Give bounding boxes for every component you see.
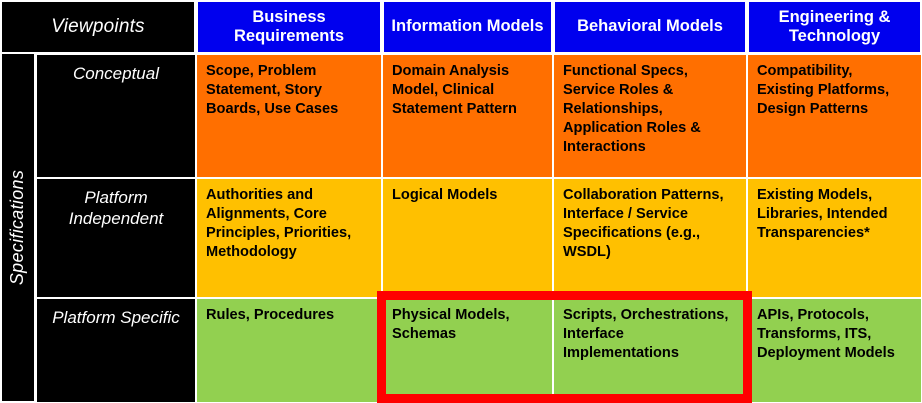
header-corner-viewpoints: Viewpoints <box>0 0 196 54</box>
cell-text: Rules, Procedures <box>206 307 335 323</box>
cell-conceptual-engineering-technology[interactable]: Compatibility, Existing Platforms, Desig… <box>747 54 922 178</box>
header-col-label: Engineering & Technology <box>778 7 891 45</box>
cell-text: Physical Models, Schemas <box>392 307 510 342</box>
cell-platform-specific-information-models[interactable]: Physical Models, Schemas <box>382 298 553 403</box>
cell-platform-independent-business-requirements[interactable]: Authorities and Alignments, Core Princip… <box>196 178 382 298</box>
cell-text: APIs, Protocols, Transforms, ITS, Deploy… <box>757 307 895 361</box>
cell-text: Scope, Problem Statement, Story Boards, … <box>206 63 339 117</box>
cell-text: Collaboration Patterns, Interface / Serv… <box>563 187 724 260</box>
row-label-conceptual: Conceptual <box>36 54 196 178</box>
cell-text: Domain Analysis Model, Clinical Statemen… <box>392 63 517 117</box>
cell-platform-specific-business-requirements[interactable]: Rules, Procedures <box>196 298 382 403</box>
header-col-label: Information Models <box>391 17 544 36</box>
cell-platform-specific-engineering-technology[interactable]: APIs, Protocols, Transforms, ITS, Deploy… <box>747 298 922 403</box>
cell-text: Existing Models, Libraries, Intended Tra… <box>757 187 888 241</box>
row-label-platform-specific: Platform Specific <box>36 298 196 403</box>
row-label-platform-independent: Platform Independent <box>36 178 196 298</box>
cell-text: Functional Specs, Service Roles & Relati… <box>563 63 701 155</box>
cell-text: Scripts, Orchestrations, Interface Imple… <box>563 307 729 361</box>
header-col-engineering-technology[interactable]: Engineering & Technology <box>747 0 922 54</box>
header-col-label: Business Requirements <box>233 7 345 45</box>
cell-platform-independent-engineering-technology[interactable]: Existing Models, Libraries, Intended Tra… <box>747 178 922 298</box>
cell-text: Logical Models <box>392 187 498 203</box>
header-col-label: Behavioral Models <box>577 17 723 36</box>
row-label-text: Platform Specific <box>52 308 180 327</box>
row-label-text: Conceptual <box>72 64 159 83</box>
cell-text: Compatibility, Existing Platforms, Desig… <box>757 63 890 117</box>
cell-conceptual-information-models[interactable]: Domain Analysis Model, Clinical Statemen… <box>382 54 553 178</box>
cell-platform-independent-behavioral-models[interactable]: Collaboration Patterns, Interface / Serv… <box>553 178 747 298</box>
header-col-information-models[interactable]: Information Models <box>382 0 553 54</box>
spine-specifications: Specifications <box>0 54 36 403</box>
header-col-behavioral-models[interactable]: Behavioral Models <box>553 0 747 54</box>
spine-label: Specifications <box>7 169 28 286</box>
cell-platform-specific-behavioral-models[interactable]: Scripts, Orchestrations, Interface Imple… <box>553 298 747 403</box>
cell-text: Authorities and Alignments, Core Princip… <box>206 187 352 260</box>
row-label-text: Platform Independent <box>68 188 164 228</box>
cell-conceptual-business-requirements[interactable]: Scope, Problem Statement, Story Boards, … <box>196 54 382 178</box>
cell-conceptual-behavioral-models[interactable]: Functional Specs, Service Roles & Relati… <box>553 54 747 178</box>
header-col-business-requirements[interactable]: Business Requirements <box>196 0 382 54</box>
cell-platform-independent-information-models[interactable]: Logical Models <box>382 178 553 298</box>
header-corner-label: Viewpoints <box>51 16 145 37</box>
